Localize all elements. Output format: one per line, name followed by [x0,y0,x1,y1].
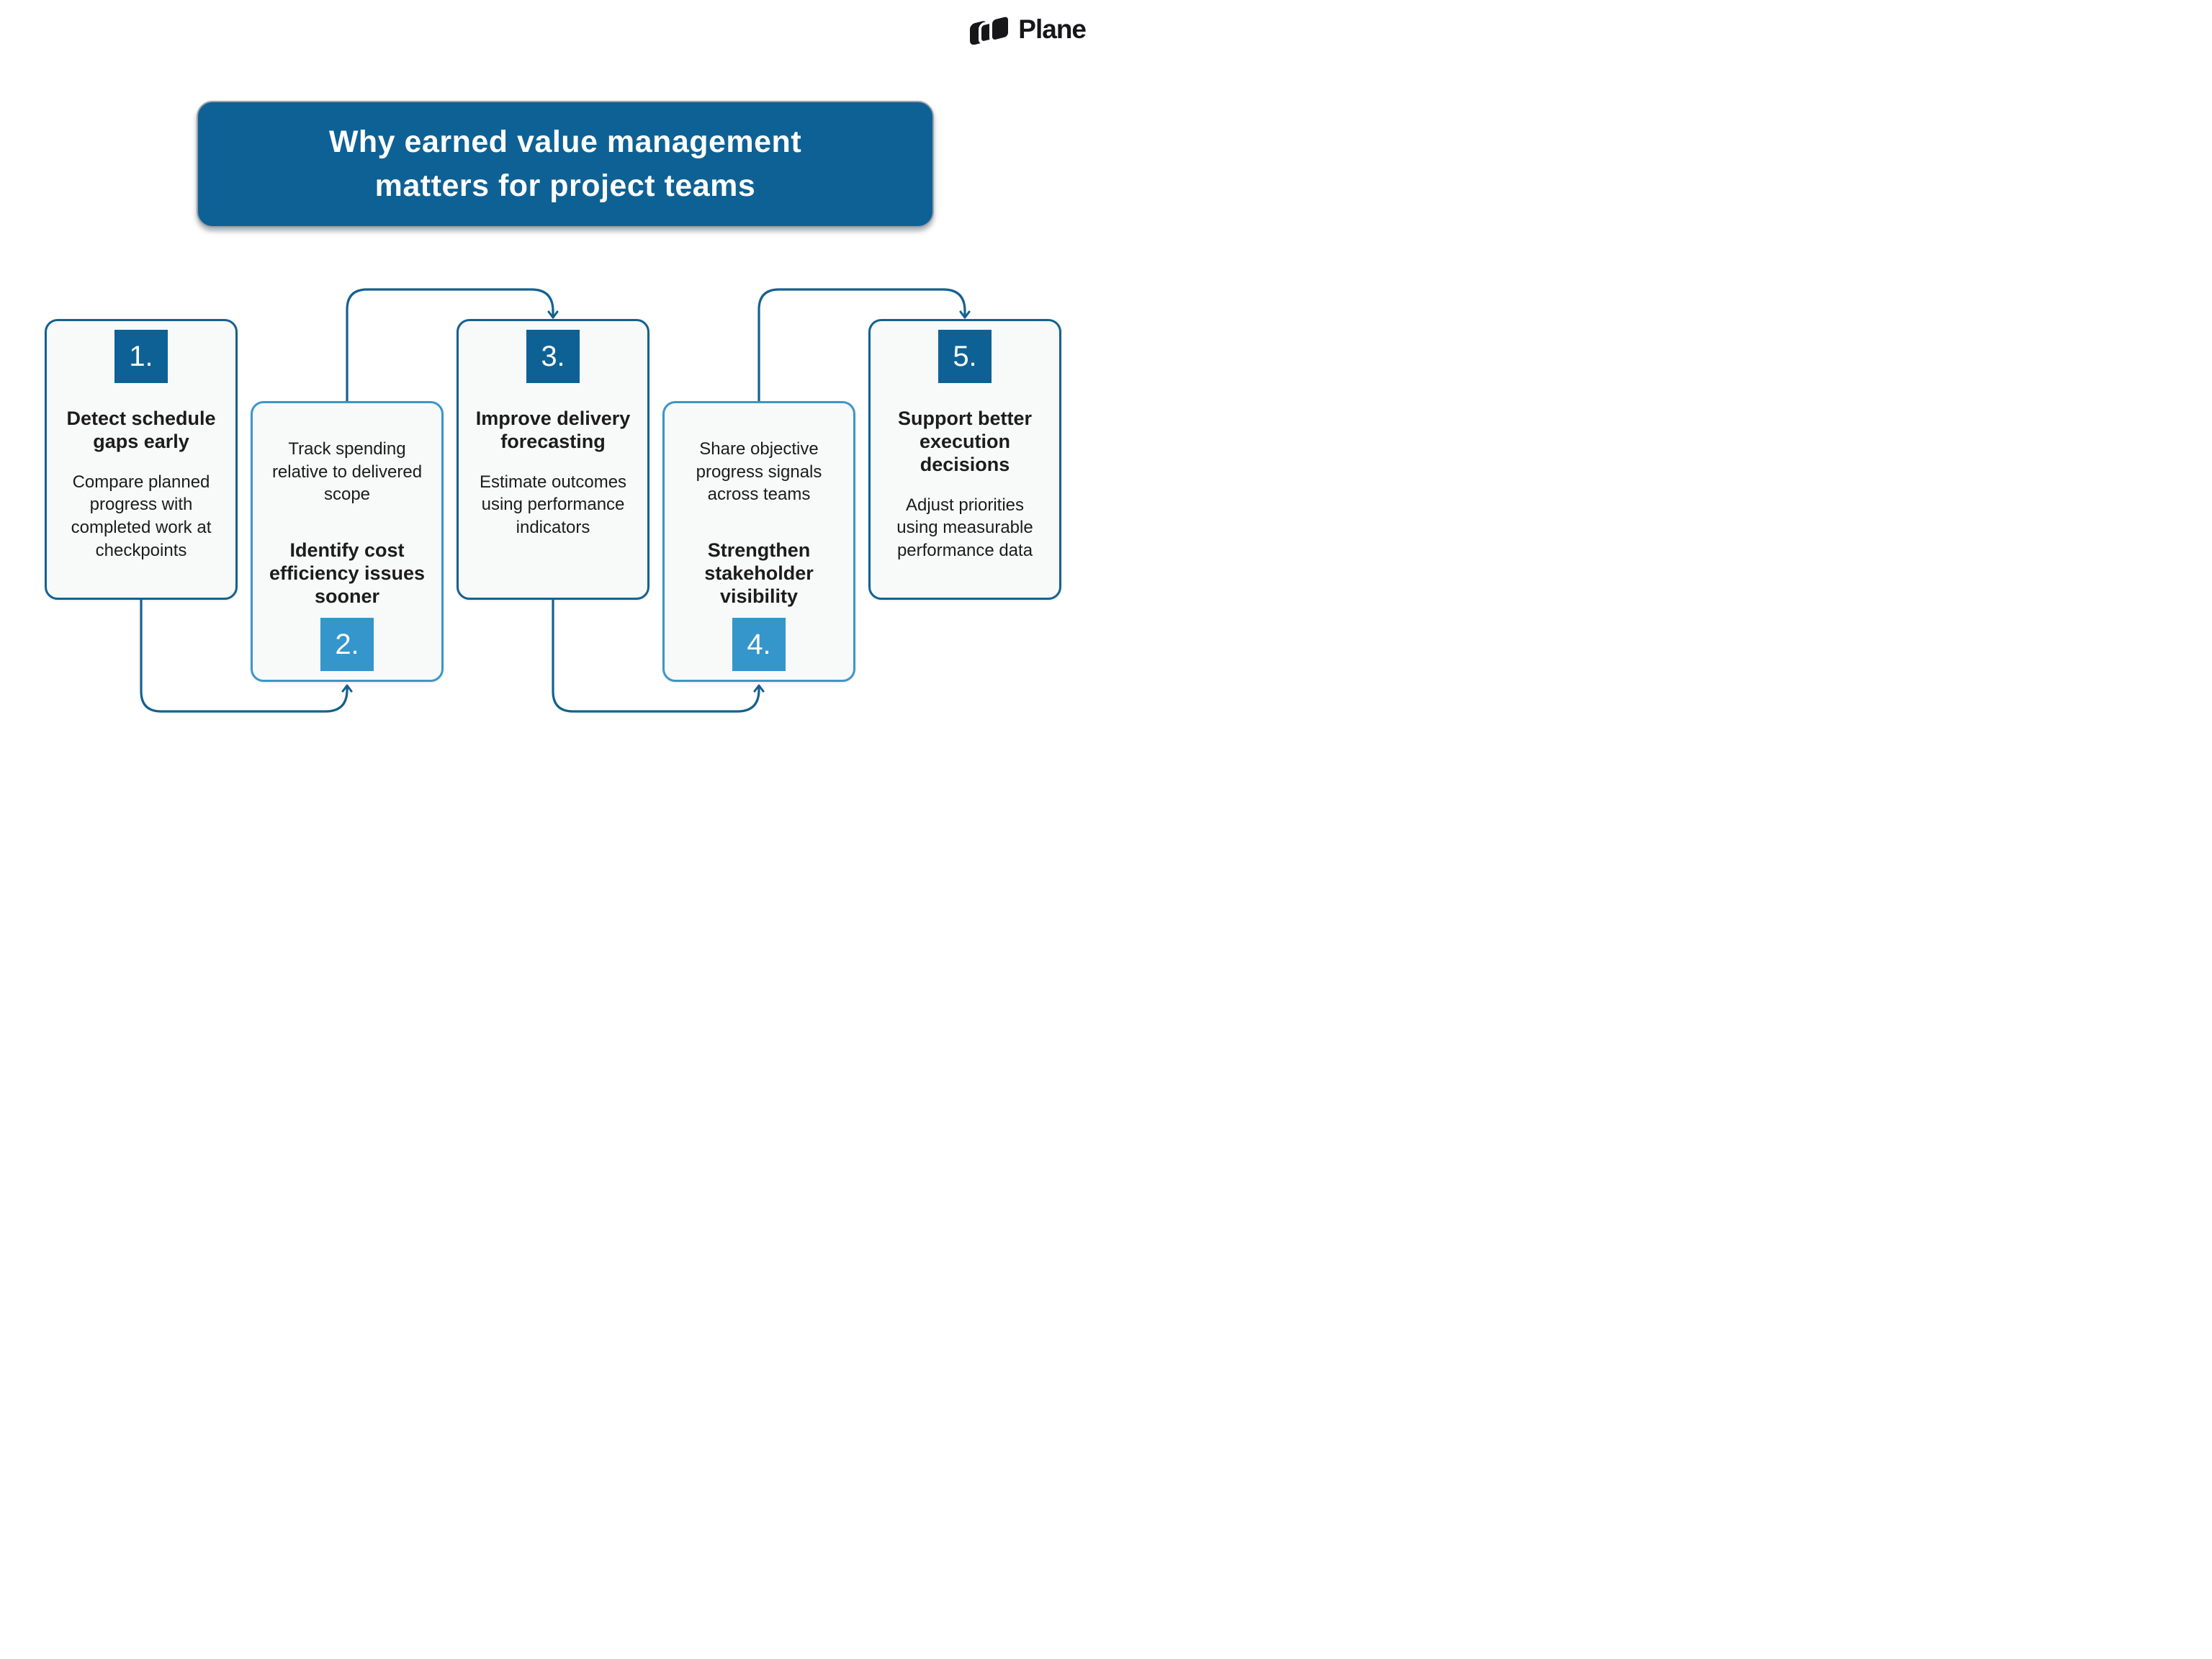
card-4-body: Share objective progress signals across … [696,439,822,505]
card-5: 5. Support better execution decisions Ad… [868,319,1061,600]
card-1-heading: Detect schedule gaps early [66,408,216,452]
card-3-body: Estimate outcomes using performance indi… [479,472,627,538]
page-title: Why earned value management matters for … [328,124,802,203]
plane-logo: Plane [969,14,1087,45]
card-5-body: Adjust priorities using measurable perfo… [896,495,1033,560]
card-4: Share objective progress signals across … [662,401,855,682]
card-2-body: Track spending relative to delivered sco… [271,439,423,505]
plane-layers-logo-icon [970,14,1012,45]
card-2: Track spending relative to delivered sco… [251,401,444,682]
card-3: 3. Improve delivery forecasting Estimate… [457,319,649,600]
card-4-heading: Strengthen stakeholder visibility [704,539,814,607]
card-1-number-badge: 1. [114,330,168,383]
title-banner: Why earned value management matters for … [197,101,934,228]
card-3-heading: Improve delivery forecasting [475,408,631,452]
card-4-number-badge: 4. [732,618,786,671]
plane-logo-text: Plane [1018,14,1087,44]
card-5-number-badge: 5. [938,330,992,383]
evm-infographic: Plane Why earned value management matter… [0,0,1106,830]
card-2-number-badge: 2. [320,618,374,671]
card-2-heading: Identify cost efficiency issues sooner [269,539,426,607]
card-1: 1. Detect schedule gaps early Compare pl… [45,319,238,600]
card-3-number-badge: 3. [526,330,580,383]
card-5-heading: Support better execution decisions [898,408,1032,475]
card-1-body: Compare planned progress with completed … [71,472,212,560]
